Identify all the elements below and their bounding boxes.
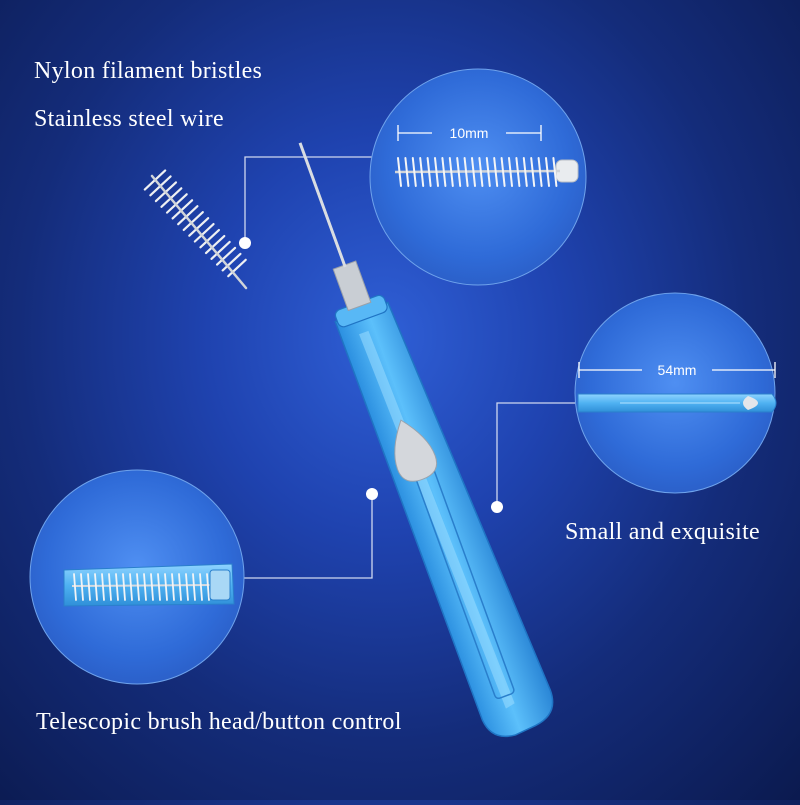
bristle	[136, 573, 140, 601]
bristle	[157, 573, 161, 601]
bristle	[537, 157, 543, 187]
bristle	[164, 573, 168, 601]
bristle	[216, 246, 237, 266]
bristle	[192, 573, 196, 601]
handle-body	[334, 301, 554, 738]
bristle	[419, 157, 425, 187]
bristle	[448, 157, 454, 187]
bristle	[227, 258, 247, 278]
zoom-bristles	[397, 157, 558, 187]
bristle	[552, 157, 558, 187]
bristle	[199, 573, 203, 601]
bristle	[73, 573, 77, 601]
bristle	[171, 199, 194, 220]
bristle	[441, 157, 447, 187]
metal-shank	[332, 260, 372, 312]
bristle	[150, 573, 154, 601]
bristle	[199, 228, 221, 249]
bristle	[122, 573, 126, 601]
bristle	[210, 240, 231, 260]
telescopic-tip	[209, 569, 231, 601]
bristle	[545, 157, 550, 187]
bristle	[530, 157, 536, 187]
bristle	[80, 573, 84, 601]
bristle	[456, 157, 462, 187]
bristle	[129, 573, 133, 601]
lens-brush-head	[369, 68, 587, 286]
bristle	[522, 157, 528, 187]
connector-lines	[232, 156, 575, 579]
detail-circle-telescopic	[29, 469, 245, 685]
bristle	[221, 252, 242, 272]
interdental-brush	[143, 142, 554, 738]
brush-head-length-label: 10mm	[450, 125, 489, 141]
bristle	[87, 573, 91, 601]
telescopic-wire	[71, 584, 213, 587]
bristle	[426, 157, 432, 187]
lens-size	[574, 292, 776, 494]
bristle	[463, 157, 469, 187]
bristle	[434, 157, 439, 187]
side-view-button	[743, 396, 758, 410]
bristle	[94, 573, 98, 601]
detail-circle-brush-head: 10mm	[369, 68, 587, 286]
bristle	[478, 157, 484, 187]
bristle	[404, 157, 410, 187]
bristle	[411, 157, 417, 187]
handle-length-label: 54mm	[658, 362, 697, 378]
caption-small-exquisite: Small and exquisite	[565, 519, 761, 545]
bristle	[206, 573, 210, 601]
caption-telescopic: Telescopic brush head/button control	[36, 709, 402, 735]
steel-wire	[298, 142, 347, 268]
handle-highlight	[359, 330, 515, 709]
bristle	[165, 193, 188, 214]
connector-dots	[239, 237, 503, 513]
dimension-marker-size	[578, 362, 776, 378]
bristle	[471, 157, 476, 187]
bristle	[185, 573, 189, 601]
bristle	[108, 573, 112, 601]
bristle	[177, 205, 199, 226]
bristle	[188, 217, 210, 237]
bristle	[508, 157, 513, 187]
bristle	[115, 573, 119, 601]
bristle	[485, 157, 491, 187]
bristle	[143, 573, 147, 601]
bristle	[397, 157, 402, 187]
bristle	[493, 157, 499, 187]
slide-button	[394, 419, 438, 482]
brush-wire-core	[150, 174, 248, 290]
bristle	[101, 573, 105, 601]
caption-stainless-wire: Stainless steel wire	[34, 106, 224, 132]
bristle	[182, 211, 204, 232]
caption-nylon-bristles: Nylon filament bristles	[34, 58, 263, 84]
bristle	[500, 157, 506, 187]
bristle	[171, 573, 175, 601]
bristle	[204, 234, 226, 255]
telescopic-bristles	[73, 573, 210, 601]
dimension-marker-brush	[397, 125, 542, 141]
bristle	[193, 222, 215, 243]
detail-circle-size: 54mm	[574, 292, 777, 494]
brush-head-bristles	[143, 169, 248, 290]
bristle	[515, 157, 521, 187]
bristle	[178, 573, 182, 601]
zoom-wire	[394, 169, 561, 174]
